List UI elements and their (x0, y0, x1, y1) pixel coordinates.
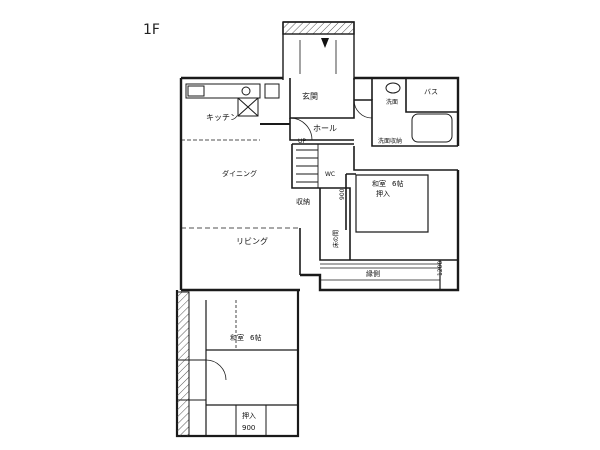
wing-walls (175, 290, 300, 438)
bath-fixtures (385, 82, 453, 143)
room-label-kitchen: キッチン (206, 113, 238, 122)
room-label-entrance: 玄関 (302, 91, 318, 101)
room-label-washroom: 洗面 (386, 98, 398, 106)
outer-walls (179, 76, 460, 292)
room-label-wc: WC (325, 171, 335, 178)
room-label-japanese-size: 6帖 (392, 179, 403, 188)
room-label-hall: ホール (313, 124, 337, 133)
kitchen-fixtures (181, 83, 290, 141)
stair-up-label: UP (298, 138, 306, 145)
room-label-japanese-back: 和室 (230, 333, 244, 342)
room-label-toko: 床の間 (332, 230, 340, 248)
north-arrow-icon (321, 38, 329, 48)
room-label-closet-bottom-size: 900 (242, 424, 255, 432)
room-label-dining: ダイニング (222, 169, 257, 178)
floor-title: 1F (143, 22, 160, 38)
room-label-living: リビング (236, 236, 268, 246)
room-label-japanese-back-size: 6帖 (250, 333, 261, 342)
door-swings (205, 99, 373, 381)
corridor-dimension: 1200 (437, 261, 444, 276)
room-label-bath: バス (424, 88, 438, 96)
room-label-washroom-storage: 洗面収納 (378, 137, 402, 145)
veranda (320, 260, 441, 290)
staircase (296, 144, 319, 188)
room-label-storage: 収納 (296, 197, 310, 206)
interior-walls (181, 78, 458, 275)
storage-dimension: 900 (339, 188, 346, 200)
room-label-japanese-room: 和室 (372, 179, 386, 188)
room-label-japanese-wardrobe: 押入 (376, 189, 390, 198)
room-label-closet-bottom: 押入 (242, 411, 256, 420)
porch (282, 21, 355, 80)
room-label-veranda: 縁側 (366, 269, 380, 278)
